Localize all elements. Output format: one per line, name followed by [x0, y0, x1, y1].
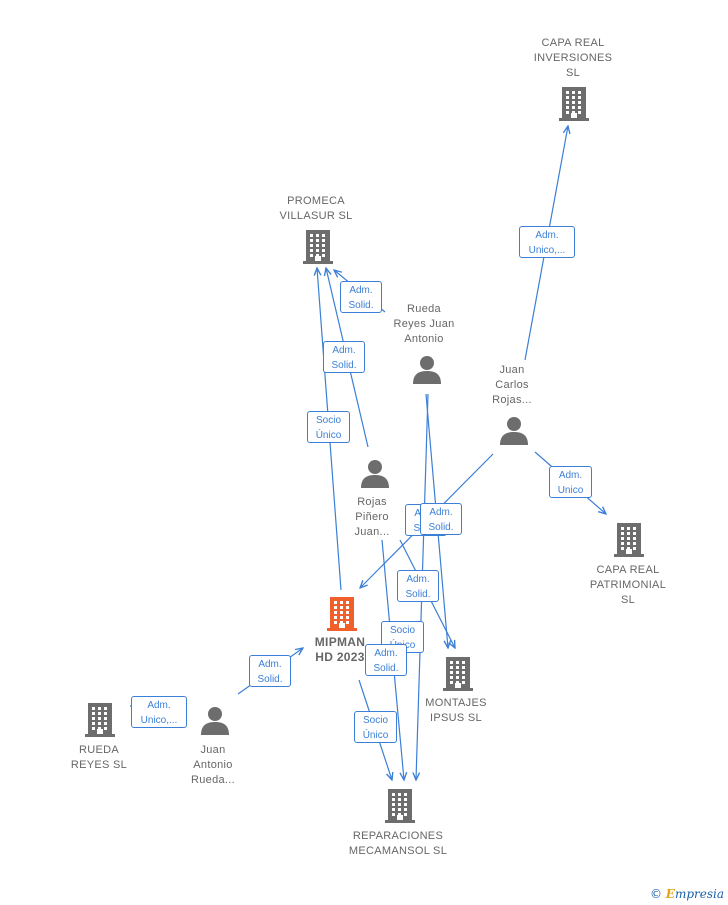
node-label-capa_real_patrimonial[interactable]: CAPA REAL PATRIMONIAL SL [590, 563, 666, 608]
relation-line: Unico [557, 485, 584, 496]
relation-line: Único [315, 430, 342, 441]
relation-line: Solid. [405, 589, 431, 600]
node-label-promeca[interactable]: PROMECA VILLASUR SL [279, 194, 352, 224]
building-icon-capa_real_patrimonial[interactable] [614, 523, 644, 562]
relation-line: Solid. [257, 674, 283, 685]
relation-badge-4[interactable]: Adm. Unico [549, 466, 592, 498]
relation-badge-2[interactable]: Adm. Solid. [323, 341, 365, 373]
node-label-capa_real_inversiones[interactable]: CAPA REAL INVERSIONES SL [534, 36, 613, 81]
copyright-symbol: © [649, 887, 662, 901]
relation-line: Adm. [558, 470, 583, 481]
relation-line: Socio [389, 625, 415, 636]
node-label-line: PROMECA [287, 195, 345, 207]
node-label-line: Juan... [354, 526, 390, 538]
node-label-line: Rojas... [492, 394, 532, 406]
node-label-line: MONTAJES [425, 697, 487, 709]
node-label-line: Rueda... [191, 774, 235, 786]
relation-line: Solid. [428, 522, 454, 533]
node-label-line: CAPA REAL [596, 564, 660, 576]
relation-badge-0[interactable]: Adm. Unico,... [519, 226, 575, 258]
node-label-line: MIPMAN [314, 635, 366, 649]
building-icon-montajes_ipsus[interactable] [443, 657, 473, 696]
node-label-line: Antonio [404, 333, 444, 345]
relation-line: Adm. [374, 648, 398, 659]
node-label-line: SL [565, 67, 581, 79]
relation-badge-12[interactable]: Adm. Unico,... [131, 696, 187, 728]
node-label-line: Reyes Juan [393, 318, 455, 330]
node-label-line: HD 2023 [315, 650, 365, 664]
building-icon-promeca[interactable] [303, 230, 333, 269]
node-label-line: SL [620, 594, 636, 606]
building-icon-rueda_reyes_sl[interactable] [85, 703, 115, 742]
node-label-line: Rueda [407, 303, 441, 315]
person-icon-juan_carlos_rojas[interactable] [499, 415, 529, 450]
relation-line: Adm. [147, 700, 171, 711]
relation-line: Único [362, 730, 389, 741]
building-icon-reparaciones[interactable] [385, 789, 415, 828]
node-label-reparaciones[interactable]: REPARACIONES MECAMANSOL SL [349, 829, 447, 859]
relation-line: Unico,... [528, 245, 566, 256]
relation-line: Socio [315, 415, 341, 426]
node-label-line: MECAMANSOL SL [348, 845, 448, 857]
footer-brand[interactable]: © Empresia [650, 887, 724, 901]
relation-badge-6[interactable]: Adm. Solid. [420, 503, 462, 535]
relation-badge-10[interactable]: Adm. Solid. [249, 655, 291, 687]
node-label-line: Juan [499, 364, 525, 376]
building-icon-mipman[interactable] [327, 597, 357, 636]
node-label-montajes_ipsus[interactable]: MONTAJES IPSUS SL [425, 696, 486, 726]
node-label-line: Juan [200, 744, 226, 756]
brand-name: mpresia [674, 887, 724, 901]
building-icon-capa_real_inversiones[interactable] [559, 87, 589, 126]
relation-line: Solid. [331, 360, 357, 371]
person-icon-rueda_reyes_juan_antonio[interactable] [412, 354, 442, 389]
node-label-line: Rojas [357, 496, 387, 508]
node-label-line: Antonio [193, 759, 233, 771]
node-label-line: VILLASUR SL [279, 210, 353, 222]
relation-line: Adm. [332, 345, 356, 356]
relation-line: Adm. [535, 230, 559, 241]
person-icon-juan_antonio_rueda[interactable] [200, 705, 230, 740]
relation-line: Adm. [258, 659, 282, 670]
relation-badge-1[interactable]: Adm. Solid. [340, 281, 382, 313]
relation-line: Unico,... [140, 715, 178, 726]
node-label-line: Piñero [355, 511, 389, 523]
node-label-rueda_reyes_sl[interactable]: RUEDA REYES SL [71, 743, 127, 773]
node-label-line: IPSUS SL [430, 712, 482, 724]
relation-line: Socio [362, 715, 388, 726]
node-label-line: REPARACIONES [352, 830, 444, 842]
relation-badge-7[interactable]: Adm. Solid. [397, 570, 439, 602]
edges-group [130, 126, 606, 780]
relation-line: Solid. [348, 300, 374, 311]
relation-badge-9[interactable]: Adm. Solid. [365, 644, 407, 676]
node-label-line: Carlos [495, 379, 529, 391]
brand-initial: E [665, 887, 675, 901]
node-label-line: REYES SL [70, 759, 128, 771]
relation-line: Adm. [349, 285, 373, 296]
node-label-line: INVERSIONES [533, 52, 613, 64]
node-label-line: CAPA REAL [541, 37, 605, 49]
relation-line: Solid. [373, 663, 399, 674]
person-icon-rojas_pinero[interactable] [360, 458, 390, 493]
node-label-line: RUEDA [78, 744, 120, 756]
relation-line: Adm. [429, 507, 453, 518]
node-label-line: PATRIMONIAL [589, 579, 667, 591]
relation-line: Adm. [406, 574, 430, 585]
